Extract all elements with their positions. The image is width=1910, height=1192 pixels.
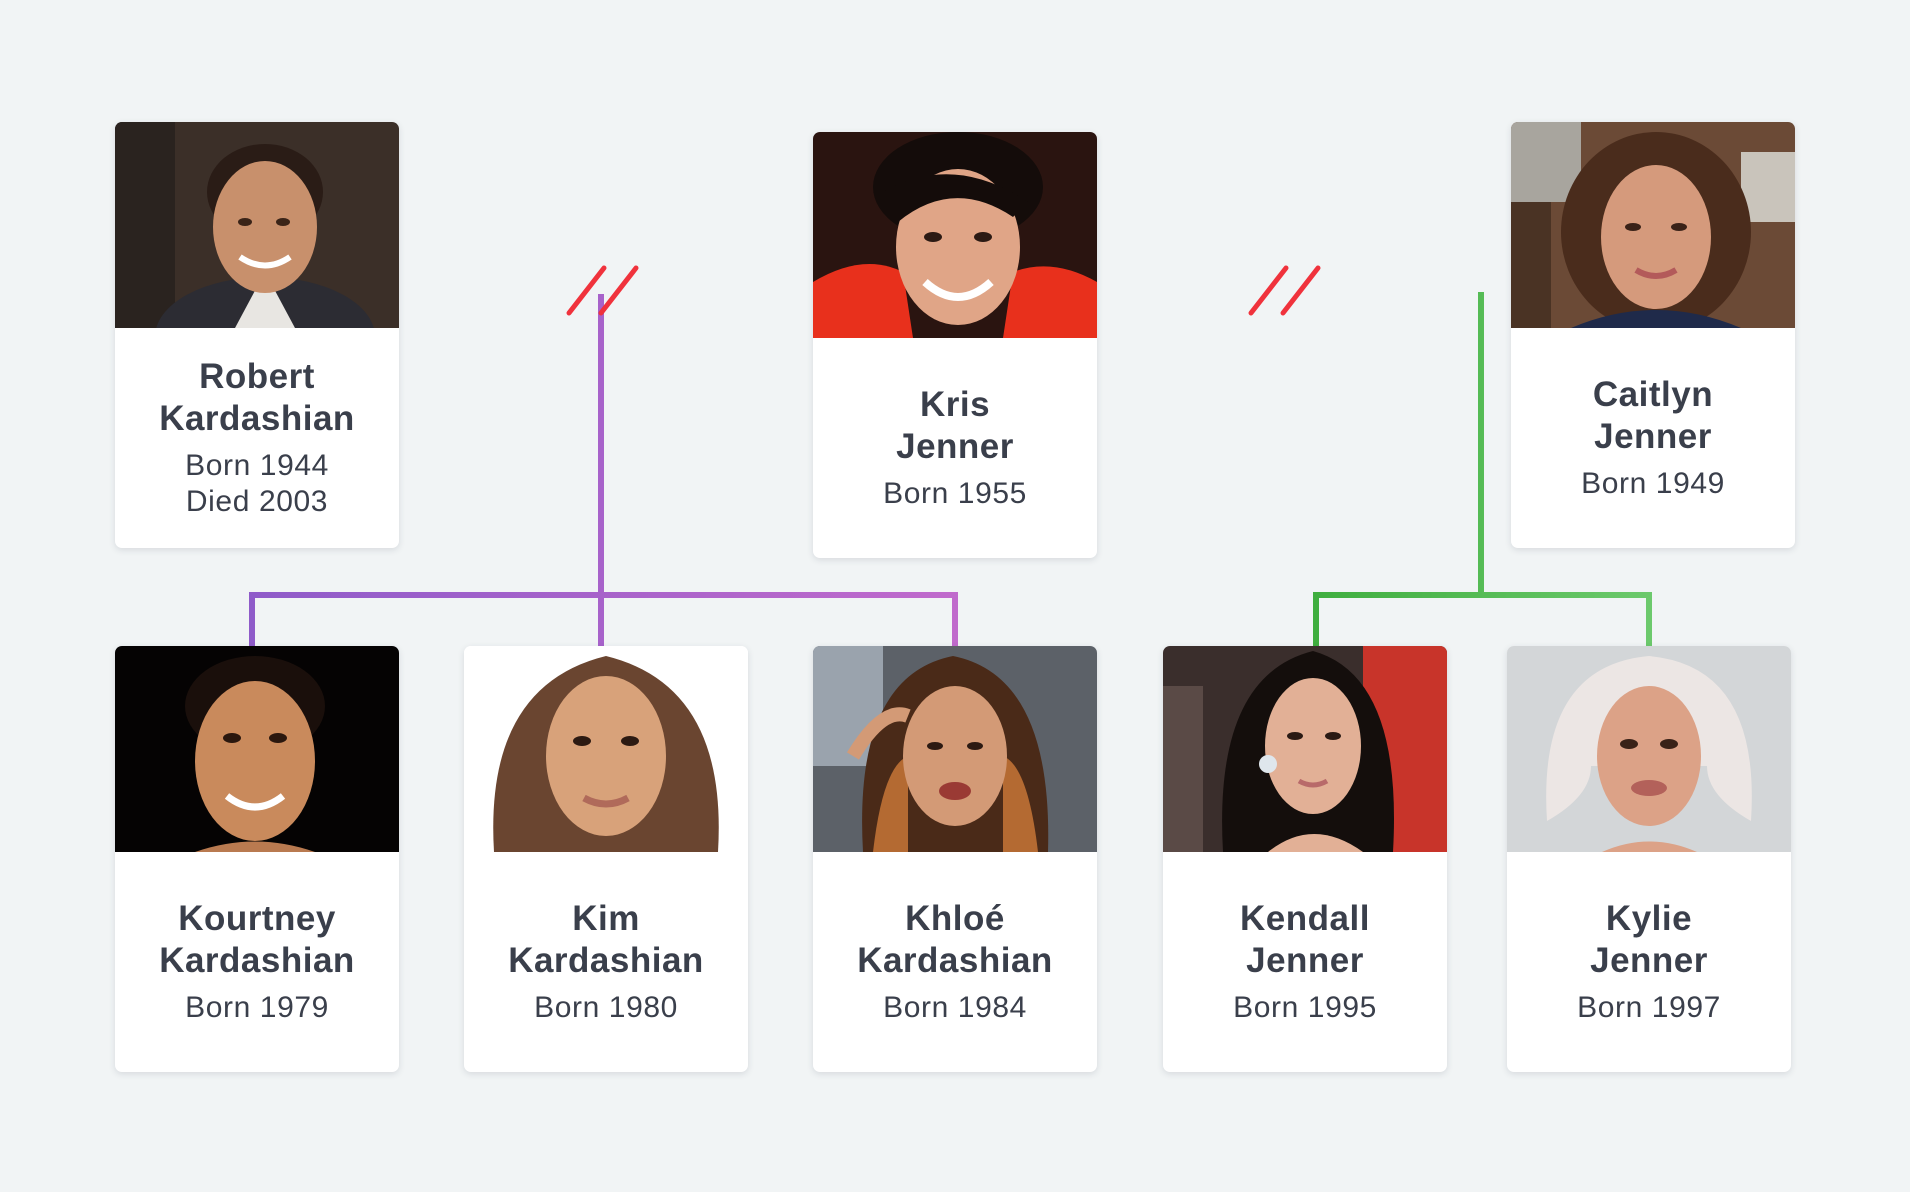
birth-year: Born 1944: [185, 449, 329, 482]
first-name: Kendall: [1240, 899, 1370, 938]
first-name: Kourtney: [178, 899, 336, 938]
children-line-kardashian: [249, 294, 958, 646]
person-card-kourtney-kardashian[interactable]: Kourtney Kardashian Born 1979: [115, 646, 399, 1072]
birth-year: Born 1984: [883, 991, 1027, 1024]
portrait-photo: [464, 646, 748, 852]
person-info: Kim Kardashian Born 1980: [464, 852, 748, 1072]
person-info: Robert Kardashian Born 1944 Died 2003: [115, 328, 399, 548]
person-info: Khloé Kardashian Born 1984: [813, 852, 1097, 1072]
portrait-photo: [813, 646, 1097, 852]
portrait-photo: [1507, 646, 1791, 852]
first-name: Khloé: [905, 899, 1005, 938]
last-name: Kardashian: [508, 941, 704, 980]
last-name: Jenner: [896, 427, 1014, 466]
person-card-robert-kardashian[interactable]: Robert Kardashian Born 1944 Died 2003: [115, 122, 399, 548]
person-card-kim-kardashian[interactable]: Kim Kardashian Born 1980: [464, 646, 748, 1072]
first-name: Caitlyn: [1592, 375, 1714, 414]
portrait-photo: [115, 122, 399, 328]
last-name: Kardashian: [159, 399, 355, 438]
birth-year: Born 1980: [534, 991, 678, 1024]
birth-year: Born 1979: [185, 991, 329, 1024]
person-card-kendall-jenner[interactable]: Kendall Jenner Born 1995: [1163, 646, 1447, 1072]
divorce-mark-kris-caitlyn: [1248, 265, 1321, 316]
person-info: Kris Jenner Born 1955: [813, 338, 1097, 558]
divorce-mark-robert-kris: [566, 265, 639, 316]
birth-year: Born 1949: [1581, 467, 1725, 500]
last-name: Jenner: [1246, 941, 1364, 980]
last-name: Kardashian: [857, 941, 1053, 980]
person-info: Kendall Jenner Born 1995: [1163, 852, 1447, 1072]
last-name: Jenner: [1590, 941, 1708, 980]
person-info: Kourtney Kardashian Born 1979: [115, 852, 399, 1072]
children-line-jenner: [1313, 292, 1652, 646]
portrait-photo: [813, 132, 1097, 338]
death-year: Died 2003: [185, 485, 329, 518]
person-card-caitlyn-jenner[interactable]: Caitlyn Jenner Born 1949: [1511, 122, 1795, 548]
portrait-photo: [115, 646, 399, 852]
first-name: Kylie: [1605, 899, 1693, 938]
person-card-khloe-kardashian[interactable]: Khloé Kardashian Born 1984: [813, 646, 1097, 1072]
birth-year: Born 1955: [883, 477, 1027, 510]
first-name: Robert: [199, 357, 315, 396]
last-name: Jenner: [1594, 417, 1712, 456]
person-info: Caitlyn Jenner Born 1949: [1511, 328, 1795, 548]
birth-year: Born 1997: [1577, 991, 1721, 1024]
person-card-kris-jenner[interactable]: Kris Jenner Born 1955: [813, 132, 1097, 558]
portrait-photo: [1511, 122, 1795, 328]
portrait-photo: [1163, 646, 1447, 852]
person-info: Kylie Jenner Born 1997: [1507, 852, 1791, 1072]
first-name: Kris: [919, 385, 991, 424]
last-name: Kardashian: [159, 941, 355, 980]
birth-year: Born 1995: [1233, 991, 1377, 1024]
first-name: Kim: [572, 899, 640, 938]
person-card-kylie-jenner[interactable]: Kylie Jenner Born 1997: [1507, 646, 1791, 1072]
